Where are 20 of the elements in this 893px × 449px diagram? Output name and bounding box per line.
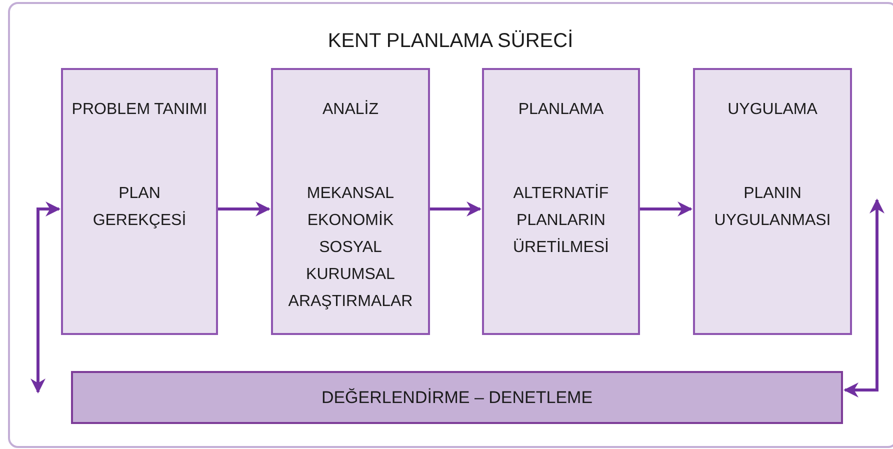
box-body: PLANIN UYGULANMASI xyxy=(713,184,832,231)
diagram-title: KENT PLANLAMA SÜRECİ xyxy=(326,28,574,54)
box-body: MEKANSAL EKONOMİK SOSYAL KURUMSAL ARAŞTIRMALAR xyxy=(287,184,414,312)
box-body: PLAN GEREKÇESİ xyxy=(92,184,188,231)
box-heading: ANALİZ xyxy=(321,99,380,120)
bar-label: DEĞERLENDİRME – DENETLEME xyxy=(321,386,593,409)
process-box xyxy=(271,68,430,335)
arrow xyxy=(640,202,692,216)
box-heading: PROBLEM TANIMI xyxy=(71,100,208,120)
box-heading: PLANLAMA xyxy=(517,100,605,120)
process-box xyxy=(61,68,218,335)
arrow xyxy=(844,198,884,398)
arrow xyxy=(218,202,270,216)
process-box xyxy=(482,68,640,335)
arrow xyxy=(430,202,482,216)
evaluation-bar xyxy=(71,371,843,424)
process-box xyxy=(693,68,852,335)
box-body: ALTERNATİF PLANLARIN ÜRETİLMESİ xyxy=(512,183,610,258)
box-heading: UYGULAMA xyxy=(726,100,818,120)
arrow xyxy=(30,202,60,394)
